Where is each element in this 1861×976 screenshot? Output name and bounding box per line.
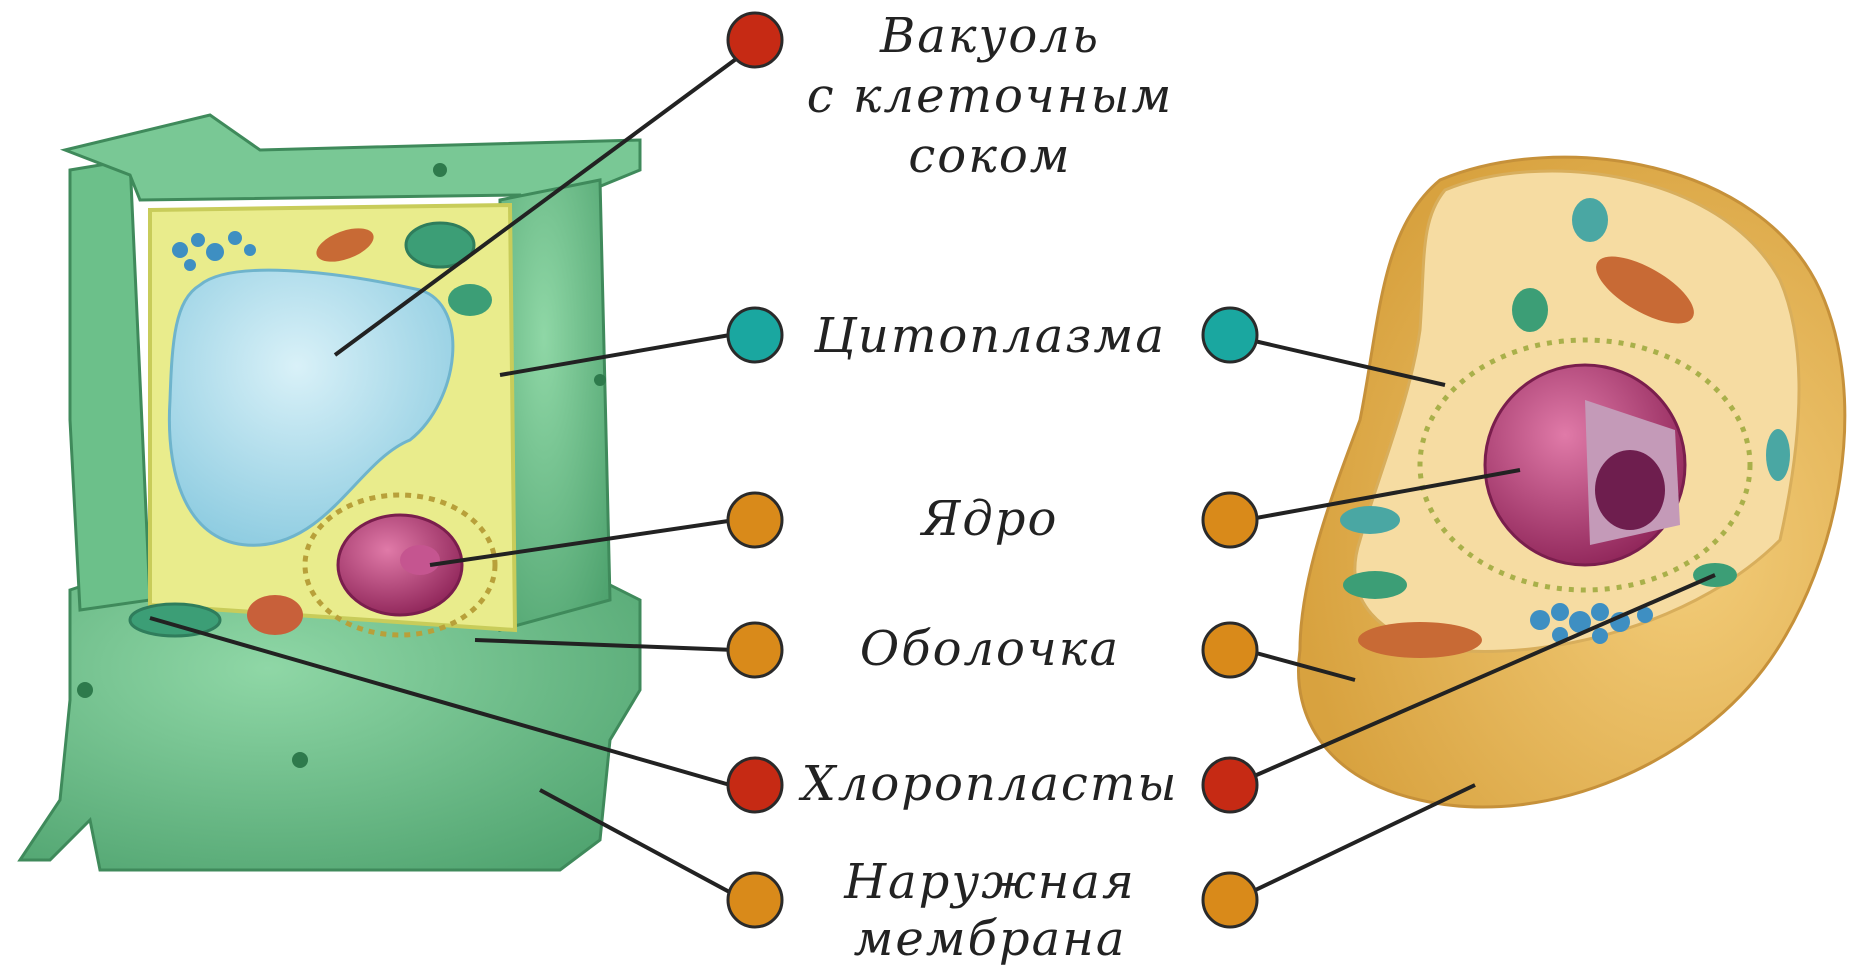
labels: Вакуоль с клеточным соком Цитоплазма Ядр…: [798, 8, 1179, 967]
plant-chloroplast-small: [448, 284, 492, 316]
animal-nucleolus: [1595, 450, 1665, 530]
marker-outer-membrane-left: [728, 873, 782, 927]
marker-cytoplasm-left: [728, 308, 782, 362]
label-vacuole-line2: с клеточным: [807, 68, 1174, 124]
label-chloroplasts: Хлоропласты: [798, 756, 1179, 812]
label-cell-wall: Оболочка: [860, 621, 1120, 677]
marker-outer-membrane-right: [1203, 873, 1257, 927]
label-outer-membrane-line2: мембрана: [854, 911, 1127, 967]
marker-vacuole: [728, 13, 782, 67]
label-nucleus: Ядро: [920, 491, 1059, 547]
animal-vesicle-1: [1572, 198, 1608, 242]
label-outer-membrane-line1: Наружная: [843, 854, 1136, 910]
plant-chloroplast-bottom: [130, 604, 220, 636]
plant-cell: [20, 115, 640, 870]
animal-vesicle-5: [1766, 429, 1790, 481]
plant-nucleolus: [400, 545, 440, 575]
label-vacuole-line1: Вакуоль: [879, 8, 1100, 64]
plant-cell-wall-left: [70, 160, 150, 610]
label-cytoplasm: Цитоплазма: [813, 308, 1166, 364]
marker-nucleus-left: [728, 493, 782, 547]
animal-cell: [1299, 157, 1845, 807]
plant-mitochondrion-bottom: [247, 595, 303, 635]
animal-vesicle-3: [1340, 506, 1400, 534]
animal-vesicle-4: [1343, 571, 1407, 599]
animal-vesicle-2: [1512, 288, 1548, 332]
marker-chloroplasts-right: [1203, 758, 1257, 812]
marker-cell-wall-left: [728, 623, 782, 677]
marker-cell-wall-right: [1203, 623, 1257, 677]
plant-cell-wall-right: [500, 180, 610, 630]
marker-nucleus-right: [1203, 493, 1257, 547]
animal-mitochondrion-bottom: [1358, 622, 1482, 658]
marker-chloroplasts-left: [728, 758, 782, 812]
marker-cytoplasm-right: [1203, 308, 1257, 362]
label-vacuole-line3: соком: [908, 128, 1071, 184]
